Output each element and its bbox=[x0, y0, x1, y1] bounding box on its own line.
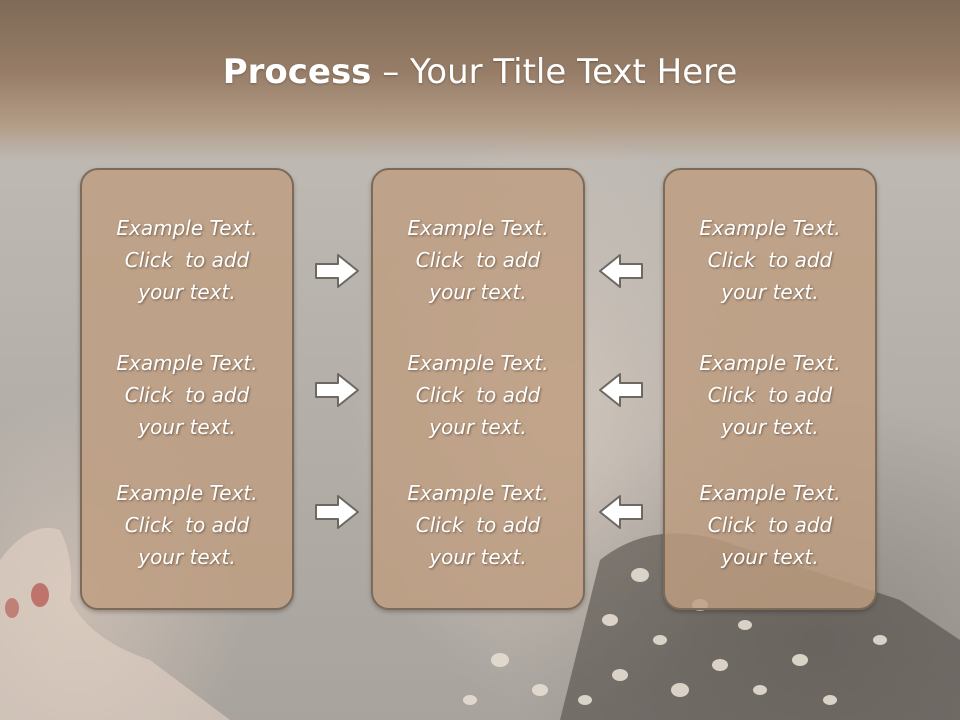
text-line: Example Text. bbox=[407, 481, 549, 505]
text-line: your text. bbox=[429, 280, 527, 304]
process-box-right[interactable]: Example Text. Click to add your text. Ex… bbox=[663, 168, 877, 610]
text-line: Example Text. bbox=[407, 351, 549, 375]
process-box-left[interactable]: Example Text. Click to add your text. Ex… bbox=[80, 168, 294, 610]
text-block[interactable]: Example Text. Click to add your text. bbox=[82, 477, 292, 573]
text-line: Example Text. bbox=[116, 481, 258, 505]
text-line: Example Text. bbox=[699, 216, 841, 240]
text-block[interactable]: Example Text. Click to add your text. bbox=[82, 212, 292, 308]
text-line: Click to add bbox=[415, 248, 541, 272]
right-arrow-icon bbox=[315, 373, 359, 407]
text-block[interactable]: Example Text. Click to add your text. bbox=[82, 347, 292, 443]
text-line: your text. bbox=[429, 545, 527, 569]
right-arrow-icon bbox=[315, 495, 359, 529]
text-line: Example Text. bbox=[116, 351, 258, 375]
left-arrow-icon bbox=[599, 373, 643, 407]
text-line: your text. bbox=[429, 415, 527, 439]
left-arrow-icon bbox=[599, 495, 643, 529]
title-rest: – Your Title Text Here bbox=[371, 52, 738, 92]
text-block[interactable]: Example Text. Click to add your text. bbox=[373, 347, 583, 443]
text-line: Example Text. bbox=[699, 351, 841, 375]
text-line: your text. bbox=[721, 415, 819, 439]
text-line: Example Text. bbox=[699, 481, 841, 505]
title-bold: Process bbox=[222, 52, 372, 92]
text-line: Example Text. bbox=[116, 216, 258, 240]
text-block[interactable]: Example Text. Click to add your text. bbox=[373, 212, 583, 308]
text-line: your text. bbox=[138, 545, 236, 569]
process-box-center[interactable]: Example Text. Click to add your text. Ex… bbox=[371, 168, 585, 610]
title-banner bbox=[0, 0, 960, 160]
text-line: your text. bbox=[138, 280, 236, 304]
text-line: Click to add bbox=[124, 383, 250, 407]
text-block[interactable]: Example Text. Click to add your text. bbox=[665, 347, 875, 443]
text-line: Click to add bbox=[124, 248, 250, 272]
text-line: your text. bbox=[721, 545, 819, 569]
text-block[interactable]: Example Text. Click to add your text. bbox=[665, 477, 875, 573]
text-line: Click to add bbox=[415, 383, 541, 407]
right-arrow-icon bbox=[315, 254, 359, 288]
text-block[interactable]: Example Text. Click to add your text. bbox=[665, 212, 875, 308]
text-line: your text. bbox=[138, 415, 236, 439]
text-line: Click to add bbox=[415, 513, 541, 537]
left-arrow-icon bbox=[599, 254, 643, 288]
text-line: Click to add bbox=[707, 513, 833, 537]
text-line: Click to add bbox=[707, 248, 833, 272]
text-line: Click to add bbox=[124, 513, 250, 537]
text-line: your text. bbox=[721, 280, 819, 304]
text-line: Example Text. bbox=[407, 216, 549, 240]
text-line: Click to add bbox=[707, 383, 833, 407]
slide-title[interactable]: Process – Your Title Text Here bbox=[0, 52, 960, 92]
text-block[interactable]: Example Text. Click to add your text. bbox=[373, 477, 583, 573]
